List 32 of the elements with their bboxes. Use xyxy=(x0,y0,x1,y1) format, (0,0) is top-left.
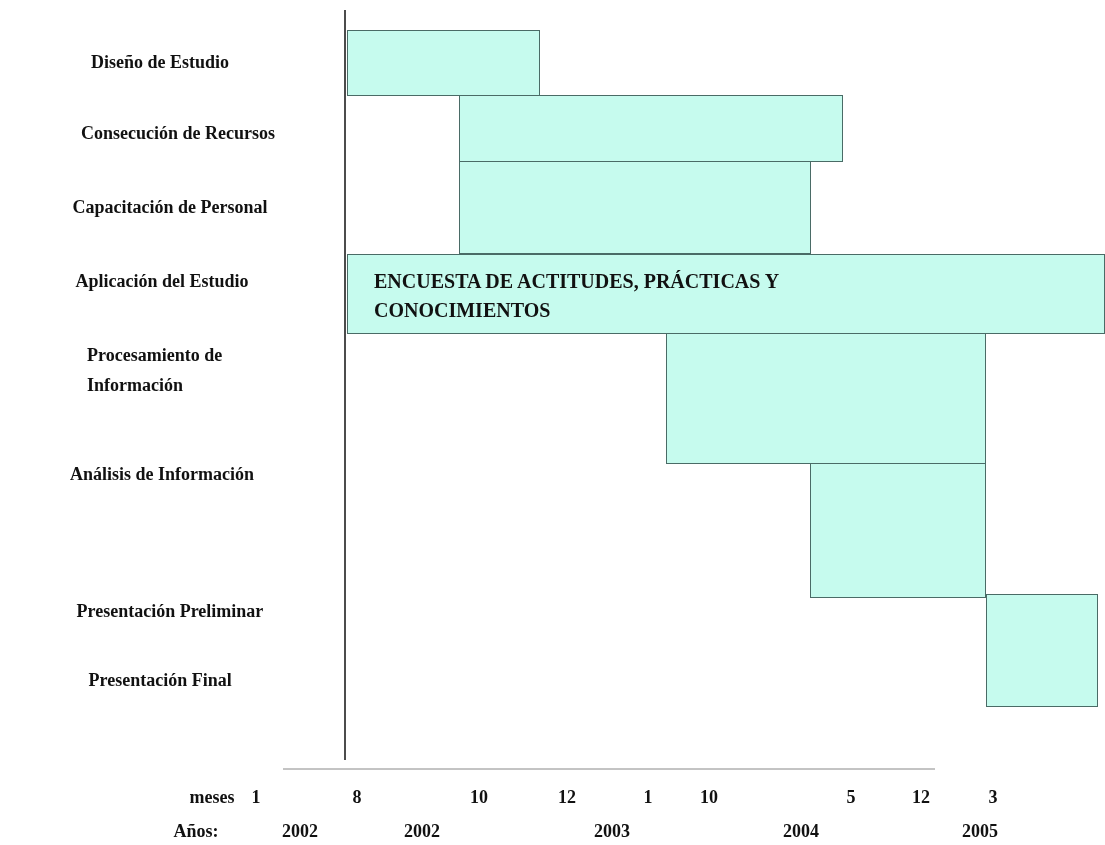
task-label: Aplicación del Estudio xyxy=(75,270,249,292)
year-label: 2002 xyxy=(282,820,318,842)
month-label: 10 xyxy=(700,786,718,808)
month-label: 10 xyxy=(470,786,488,808)
year-label: 2005 xyxy=(962,820,998,842)
year-label: 2003 xyxy=(594,820,630,842)
axis-title: meses xyxy=(189,786,235,808)
task-label: Presentación Preliminar xyxy=(76,600,264,622)
month-label: 5 xyxy=(846,786,856,808)
year-label: 2002 xyxy=(404,820,440,842)
month-label: 3 xyxy=(988,786,998,808)
month-label: 8 xyxy=(352,786,362,808)
task-label: Capacitación de Personal xyxy=(72,196,268,218)
month-label: 1 xyxy=(251,786,261,808)
task-bar xyxy=(986,594,1098,707)
month-label: 12 xyxy=(912,786,930,808)
task-bar xyxy=(459,95,843,162)
task-bar xyxy=(459,161,811,254)
task-label: Consecución de Recursos xyxy=(81,122,275,144)
bar-label: ENCUESTA DE ACTITUDES, PRÁCTICAS Y CONOCIMIENTOS xyxy=(374,269,780,323)
task-label: Análisis de Información xyxy=(70,463,255,485)
task-bar xyxy=(347,254,1105,334)
task-label: Presentación Final xyxy=(88,669,232,691)
task-label: Procesamiento de Información xyxy=(87,344,224,397)
year-label: 2004 xyxy=(783,820,819,842)
task-bar xyxy=(666,333,986,464)
month-label: 1 xyxy=(643,786,653,808)
task-bar xyxy=(347,30,540,96)
task-bar xyxy=(810,463,986,598)
task-label: Diseño de Estudio xyxy=(91,51,230,73)
month-label: 12 xyxy=(558,786,576,808)
axis-title: Años: xyxy=(173,820,219,842)
